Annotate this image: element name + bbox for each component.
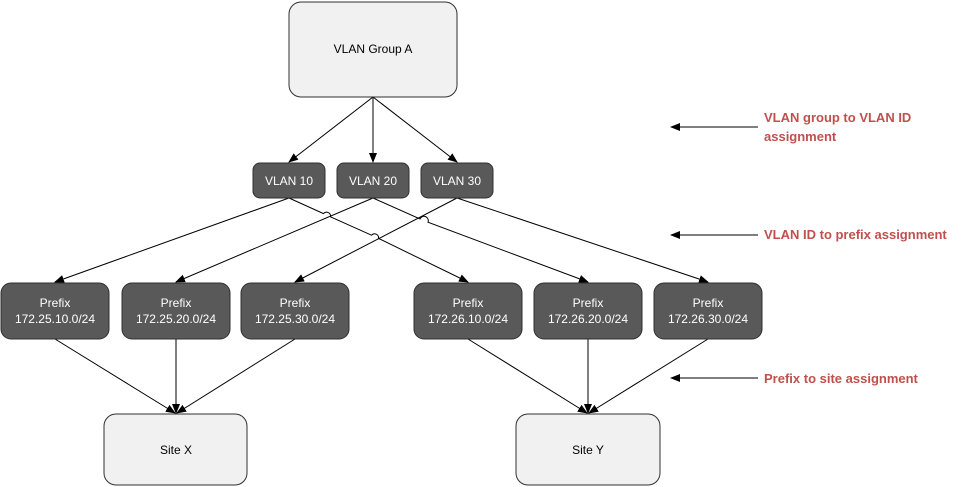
prefix-node-172-25-10[interactable]: Prefix 172.25.10.0/24 <box>0 282 110 340</box>
prefix-node-172-25-20[interactable]: Prefix 172.25.20.0/24 <box>121 282 231 340</box>
annotation-vlan-prefix: VLAN ID to prefix assignment <box>764 227 947 242</box>
connector-vlan10-to-prefix-172-26-10 <box>288 197 469 283</box>
prefix-value: 172.26.20.0/24 <box>548 312 628 326</box>
connector-prefix-172-25-10-to-site-x <box>54 338 176 414</box>
prefix-title: Prefix <box>453 296 484 310</box>
annotation-vlan-group-line-2: assignment <box>764 129 837 144</box>
site-node-y[interactable]: Site Y <box>515 413 661 486</box>
site-node-x[interactable]: Site X <box>103 413 248 486</box>
prefix-node-172-26-30[interactable]: Prefix 172.26.30.0/24 <box>653 282 763 340</box>
vlan-node-30[interactable]: VLAN 30 <box>420 162 494 199</box>
prefix-title: Prefix <box>40 296 71 310</box>
connector-vlan30-to-prefix-172-25-30 <box>294 197 458 283</box>
prefix-title: Prefix <box>280 296 311 310</box>
connector-vlan20-to-prefix-172-25-20 <box>175 197 374 283</box>
annotation-layer: VLAN group to VLAN ID assignment VLAN ID… <box>764 110 947 386</box>
connector-prefix-172-26-30-to-site-y <box>588 338 709 414</box>
annotation-prefix-site: Prefix to site assignment <box>764 371 919 386</box>
vlan-node-20[interactable]: VLAN 20 <box>336 162 410 199</box>
prefix-title: Prefix <box>573 296 604 310</box>
connector-vlan20-to-prefix-172-26-20 <box>372 197 589 283</box>
prefix-value: 172.26.10.0/24 <box>428 312 508 326</box>
vlan-label: VLAN 30 <box>433 174 481 188</box>
connector-vlan30-to-prefix-172-26-30 <box>456 197 709 283</box>
vlan-label: VLAN 20 <box>349 174 397 188</box>
prefix-value: 172.25.10.0/24 <box>15 312 95 326</box>
prefix-value: 172.26.30.0/24 <box>668 312 748 326</box>
vlan-group-node[interactable]: VLAN Group A <box>288 1 458 98</box>
connector-group-to-vlan10 <box>288 96 374 163</box>
prefix-title: Prefix <box>693 296 724 310</box>
connector-vlan10-to-prefix-172-25-10 <box>54 197 290 283</box>
prefix-node-172-25-30[interactable]: Prefix 172.25.30.0/24 <box>240 282 350 340</box>
connector-prefix-172-25-30-to-site-x <box>176 338 296 414</box>
prefix-value: 172.25.30.0/24 <box>255 312 335 326</box>
prefix-value: 172.25.20.0/24 <box>136 312 216 326</box>
annotation-vlan-group-line-1: VLAN group to VLAN ID <box>764 110 911 125</box>
connector-prefix-172-26-10-to-site-y <box>467 338 588 414</box>
site-label: Site X <box>160 443 192 457</box>
vlan-group-label: VLAN Group A <box>334 42 413 56</box>
prefix-node-172-26-10[interactable]: Prefix 172.26.10.0/24 <box>413 282 523 340</box>
vlan-label: VLAN 10 <box>265 174 313 188</box>
prefix-node-172-26-20[interactable]: Prefix 172.26.20.0/24 <box>533 282 643 340</box>
site-label: Site Y <box>572 443 604 457</box>
prefix-title: Prefix <box>161 296 192 310</box>
connector-group-to-vlan30 <box>372 96 458 163</box>
vlan-node-10[interactable]: VLAN 10 <box>252 162 326 199</box>
node-layer: VLAN Group A VLAN 10 VLAN 20 VLAN 30 Pre… <box>0 1 763 486</box>
connector-layer <box>54 96 758 414</box>
